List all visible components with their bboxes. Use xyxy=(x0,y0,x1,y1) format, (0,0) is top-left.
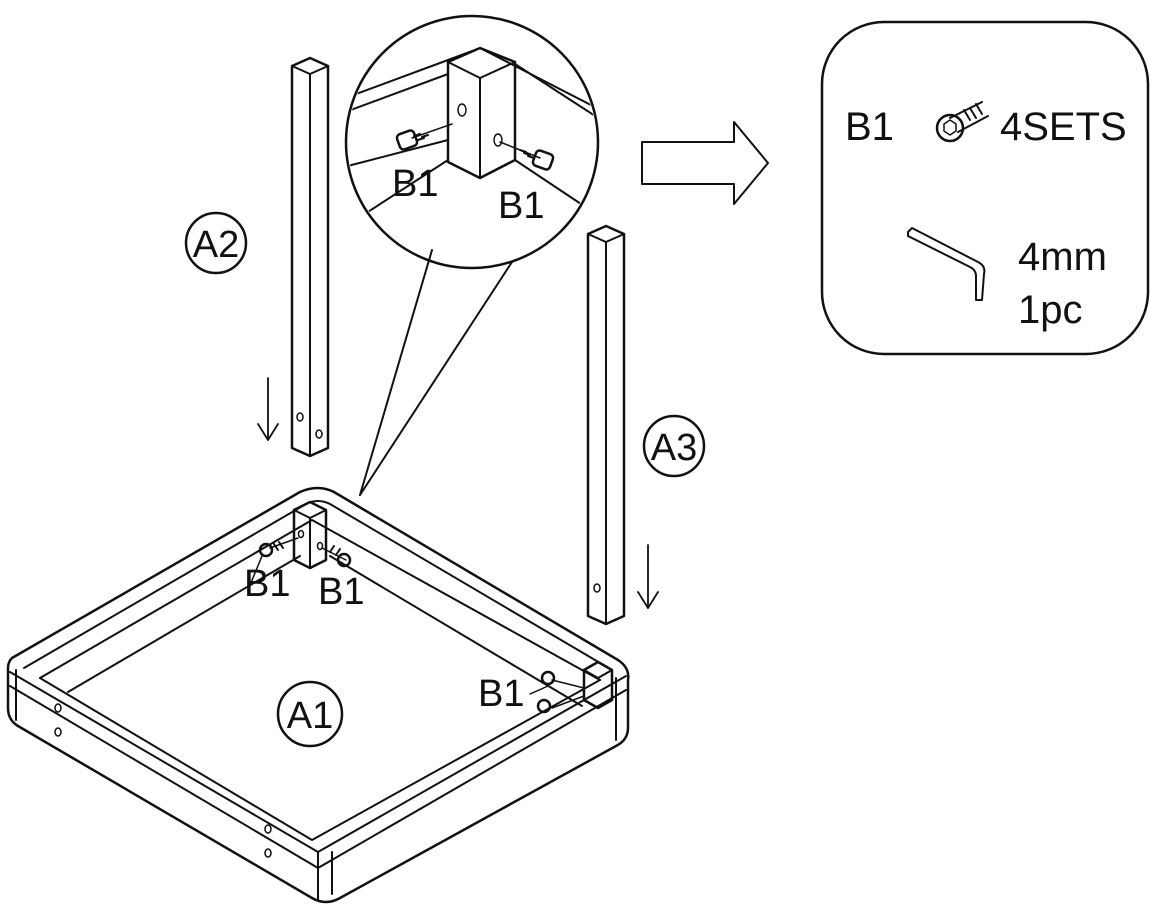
leg-a3: A3 xyxy=(586,224,706,626)
zoom-screw-right-icon xyxy=(499,141,555,171)
zoom-screw-left-icon xyxy=(395,123,453,151)
leg-a3-label: A3 xyxy=(651,427,697,469)
zoom-left-screw-label: B1 xyxy=(392,163,438,205)
wrench-size: 4mm xyxy=(1018,235,1107,279)
right-arrow-outline-icon xyxy=(641,121,769,205)
zoom-right-screw-label: B1 xyxy=(498,185,544,227)
hardware-screw-label: B1 xyxy=(845,105,894,149)
zoom-callout: B1 B1 xyxy=(344,14,600,496)
hex-socket-screw-icon xyxy=(935,101,989,143)
leg-a2: A2 xyxy=(184,56,330,458)
base-left-screw-label-1: B1 xyxy=(244,563,290,605)
hardware-screw-qty: 4SETS xyxy=(1000,105,1127,149)
base-left-screw-label-2: B1 xyxy=(318,571,364,613)
hex-socket-screw-icon xyxy=(258,537,299,558)
base-frame-label: A1 xyxy=(287,695,333,737)
allen-key-icon xyxy=(907,227,986,301)
hex-socket-screw-icon xyxy=(536,670,585,714)
leg-a2-label: A2 xyxy=(193,224,239,266)
down-arrow-icon xyxy=(257,377,279,441)
base-frame-a1: B1 B1 B1 A1 xyxy=(6,486,630,904)
down-arrow-icon xyxy=(637,544,659,609)
wrench-qty: 1pc xyxy=(1018,288,1083,332)
hardware-box: B1 4SETS 4mm 1pc xyxy=(820,20,1150,356)
base-right-screw-label: B1 xyxy=(478,673,524,715)
hex-socket-screw-icon xyxy=(321,545,352,568)
